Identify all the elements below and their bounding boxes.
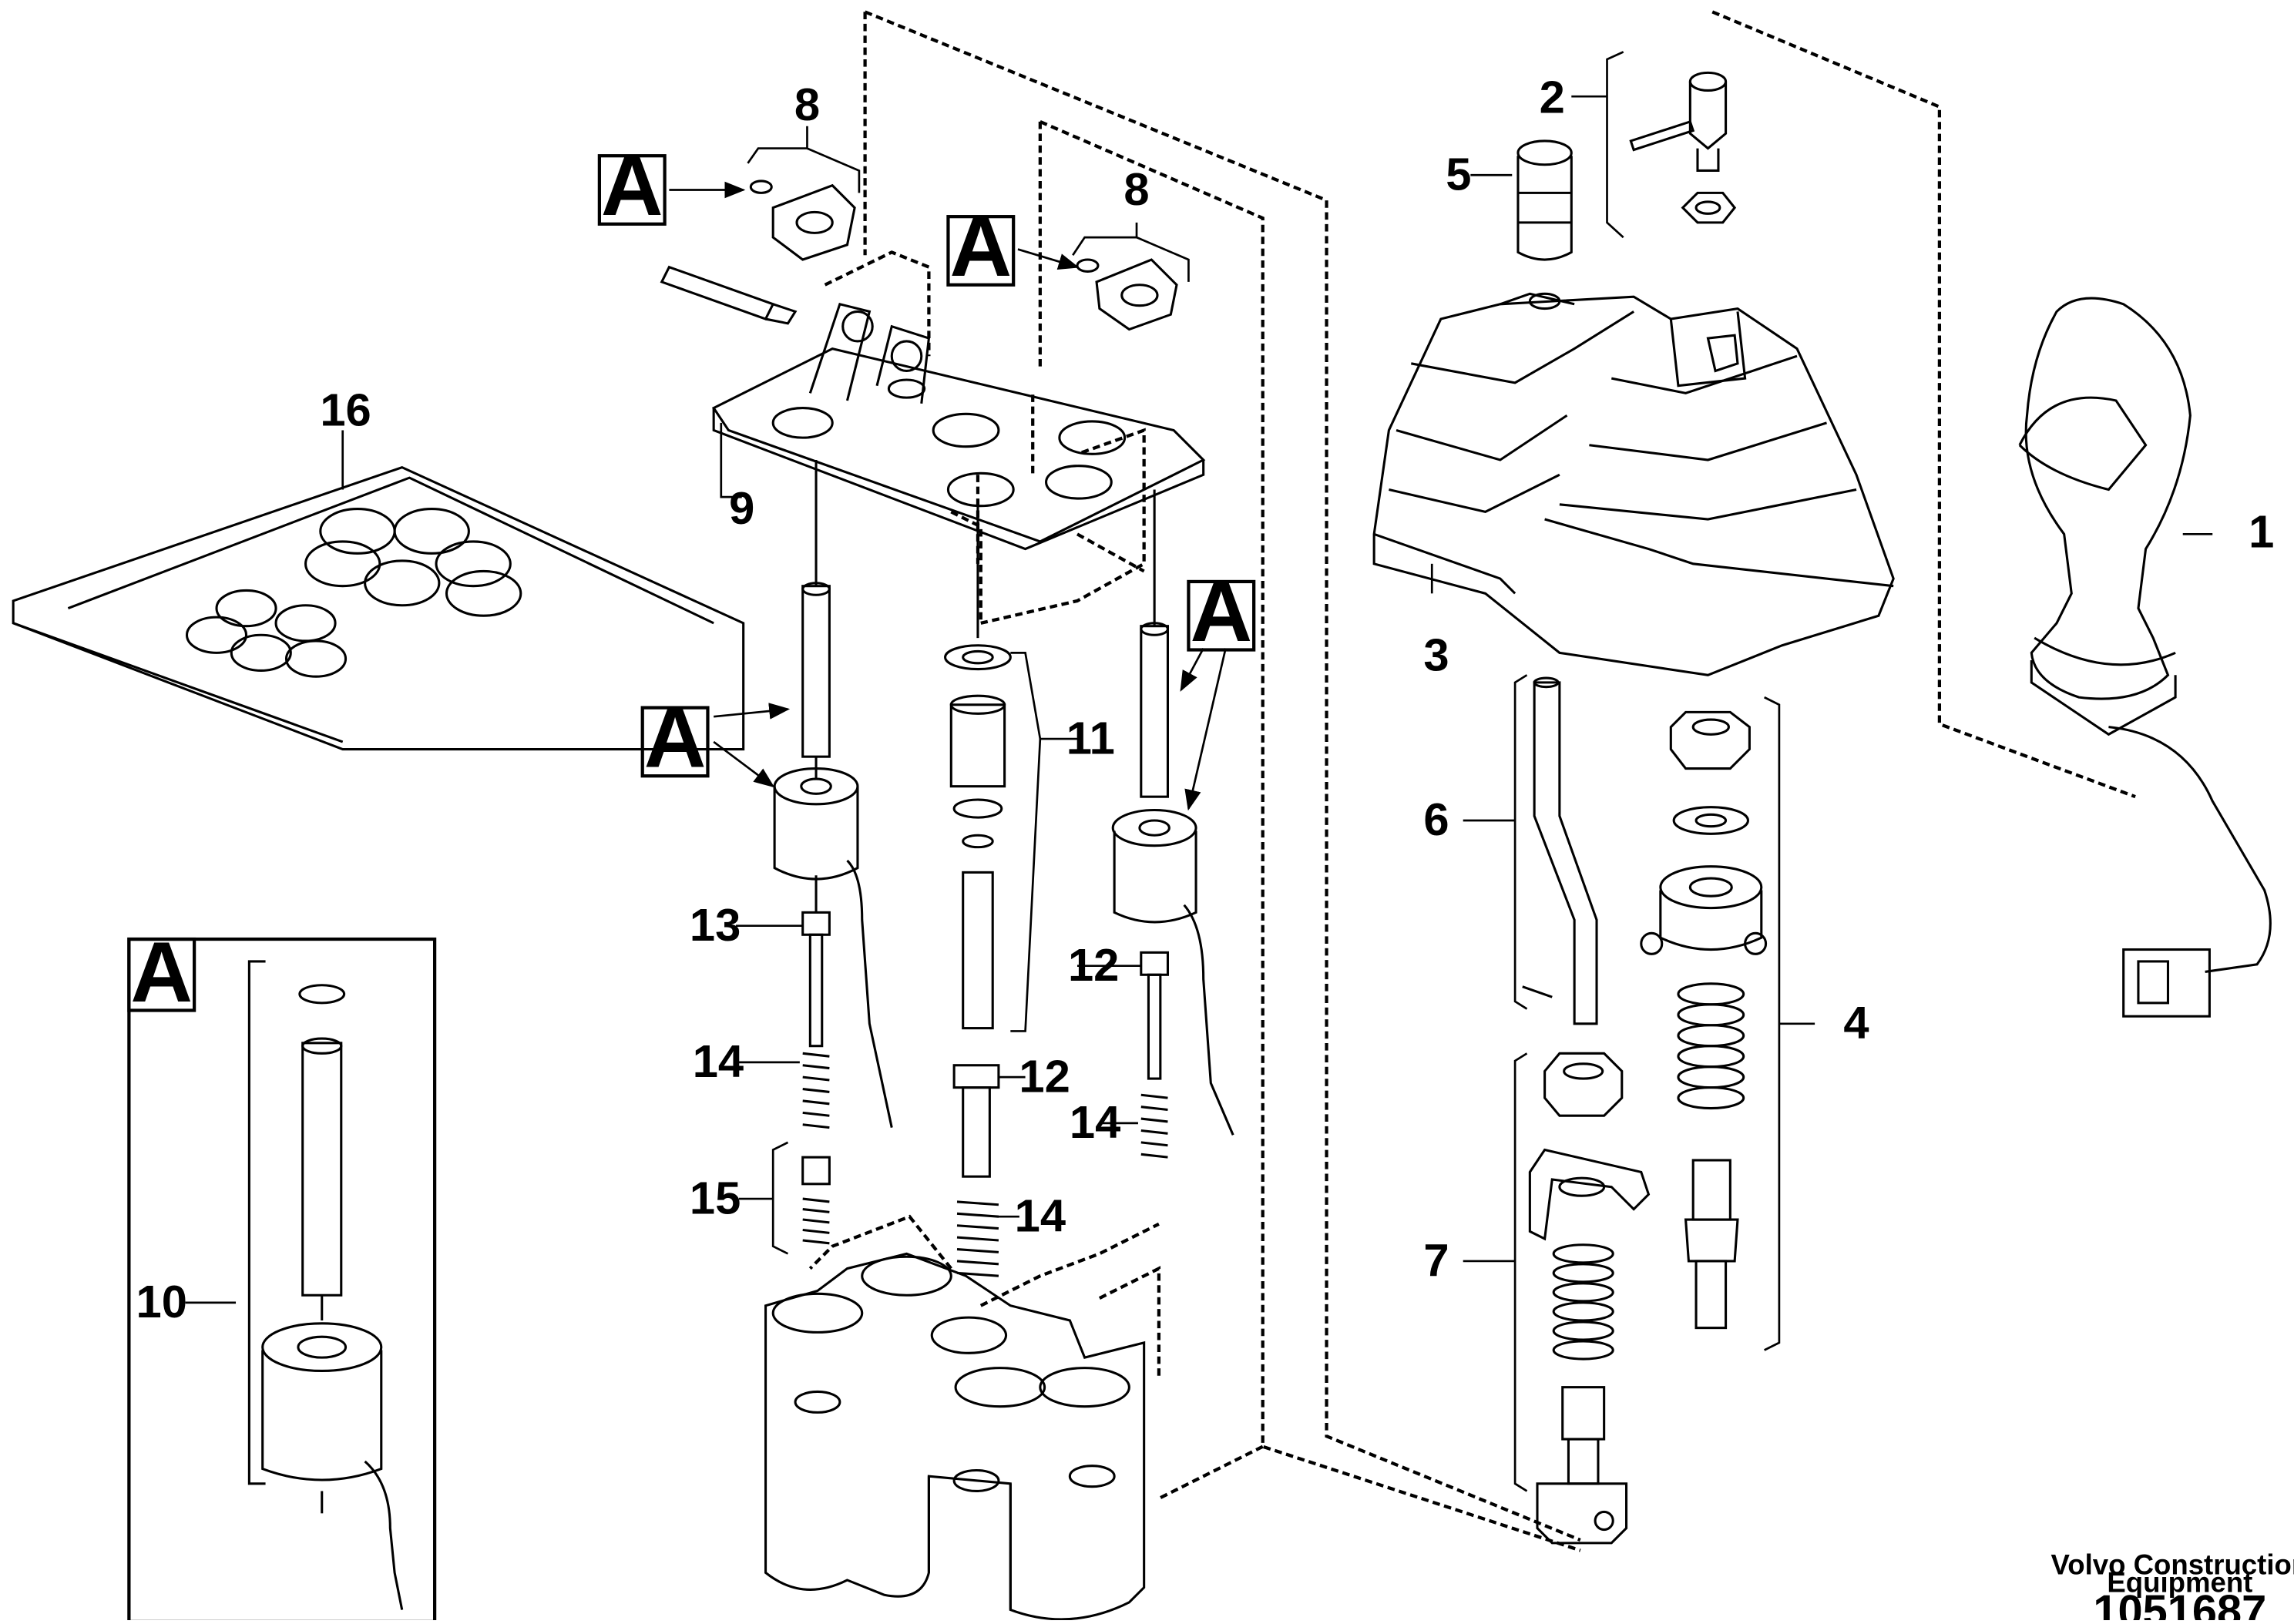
callout-3: 3 (1423, 629, 1449, 680)
detail-a-marker: A (1190, 563, 1252, 659)
callout-10: 10 (136, 1276, 187, 1327)
callout-5: 5 (1446, 149, 1471, 200)
callout-8: 8 (1123, 163, 1149, 215)
top-plate (660, 265, 1206, 551)
assembly-dashed-lines (808, 10, 2136, 1552)
callout-15: 15 (690, 1172, 741, 1223)
lever-adapter (1629, 71, 1737, 224)
joystick-handle (2018, 297, 2272, 1018)
callout-14: 14 (1015, 1189, 1066, 1241)
a-marker-boxes (597, 154, 1256, 778)
callout-4: 4 (1843, 997, 1869, 1049)
callout-12: 12 (1068, 939, 1119, 991)
left-solenoid-stack (773, 460, 893, 1245)
push-button-cap (1516, 139, 1573, 310)
document-number: 1051687 (2093, 1587, 2266, 1620)
lever-rod (1522, 676, 1598, 1025)
callout-7: 7 (1423, 1234, 1449, 1286)
right-solenoid-stack (1111, 489, 1234, 1159)
callout-12: 12 (1019, 1050, 1070, 1102)
callout-9: 9 (729, 482, 754, 534)
detail-a-marker: A (949, 198, 1012, 294)
valve-housing (764, 1252, 1146, 1621)
callout-labels: 1 2 3 4 5 6 7 8 8 9 10 11 12 12 13 14 14… (136, 71, 2275, 1327)
lever-bracket-right (1076, 258, 1178, 331)
middle-valve-stack (944, 504, 1012, 1277)
callout-14: 14 (1070, 1096, 1120, 1148)
rubber-boot (1372, 292, 1895, 676)
leader-lines (185, 51, 2213, 1492)
callout-2: 2 (1540, 71, 1565, 122)
lever-bracket-left (749, 180, 856, 261)
lever-linkage-stack (1528, 1052, 1651, 1545)
detail-a-markers: A A A A A (130, 137, 1252, 1020)
credit-line-1: Volvo Construction (2051, 1549, 2294, 1580)
credit-line-2: Equipment (2107, 1566, 2252, 1598)
detail-a-marker: A (644, 690, 707, 786)
callout-6: 6 (1423, 794, 1449, 845)
detail-a-marker: A (601, 137, 663, 233)
callout-11: 11 (1066, 712, 1115, 763)
callout-1: 1 (2249, 506, 2274, 558)
callout-8: 8 (794, 79, 820, 130)
seal-kit-bag (12, 465, 745, 751)
callout-16: 16 (320, 384, 371, 436)
callout-13: 13 (690, 899, 741, 951)
publisher-credit: Volvo Construction Equipment 1051687 (2051, 1549, 2294, 1624)
detail-a-box-label: A (130, 924, 193, 1020)
lever-base-stack (1640, 710, 1768, 1330)
callout-14: 14 (693, 1035, 744, 1087)
